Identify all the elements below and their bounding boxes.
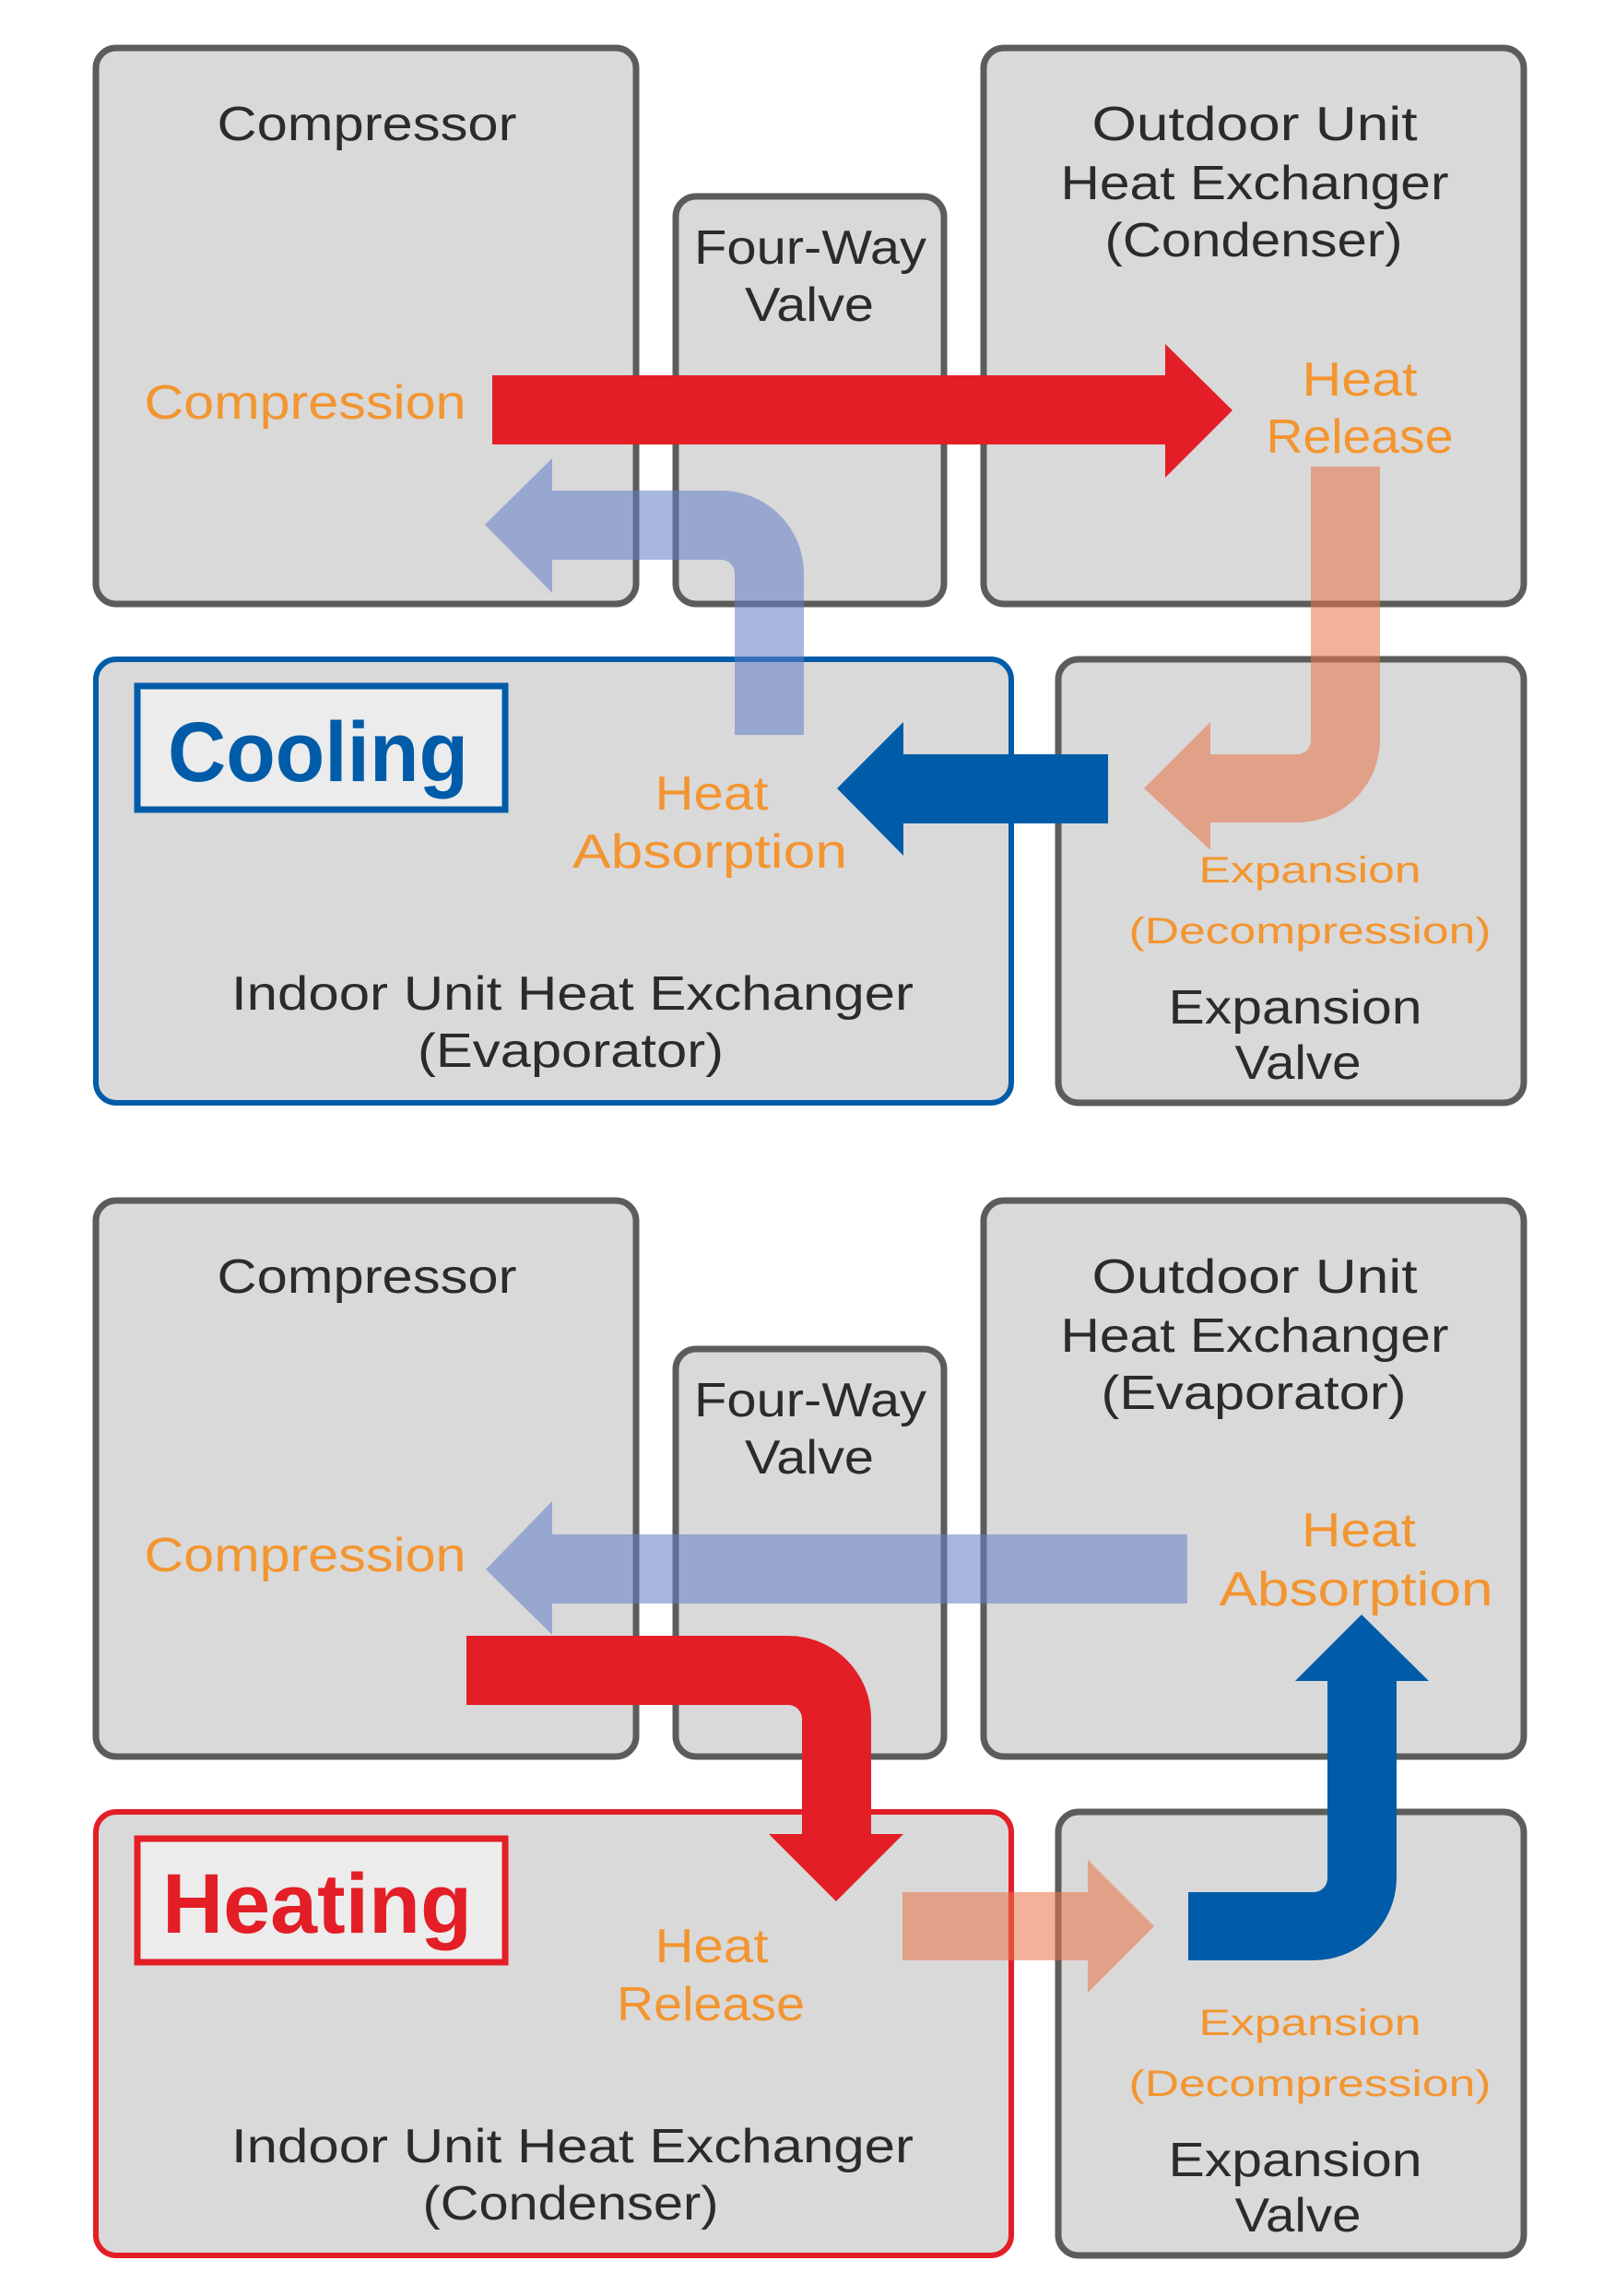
cooling-indoor-process-2: Absorption xyxy=(572,825,847,879)
heating-expansion-process-2: (Decompression) xyxy=(1129,2064,1492,2104)
heating-indoor-process-2: Release xyxy=(617,1978,805,2031)
cooling-indoor-title-1: Indoor Unit Heat Exchanger xyxy=(231,967,914,1021)
cooling-mode-label: Cooling xyxy=(168,705,468,799)
heating-arrow-compressor-to-indoor xyxy=(466,1636,903,1901)
heating-arrow-outdoor-to-compressor xyxy=(486,1501,1187,1635)
cooling-outdoor-title-2: Heat Exchanger xyxy=(1061,157,1449,210)
heating-outdoor-title-1: Outdoor Unit xyxy=(1092,1250,1419,1304)
cooling-arrow-expansion-to-indoor xyxy=(837,722,1108,856)
cooling-four-way-valve-title-1: Four-Way xyxy=(694,221,926,275)
heating-expansion-title-1: Expansion xyxy=(1169,2134,1422,2187)
heating-indoor-title-1: Indoor Unit Heat Exchanger xyxy=(231,2120,914,2173)
cooling-outdoor-title-1: Outdoor Unit xyxy=(1092,98,1419,151)
heating-outdoor-unit-box xyxy=(980,1197,1527,1760)
heating-arrow-expansion-to-outdoor xyxy=(1188,1615,1429,1960)
cooling-outdoor-process-2: Release xyxy=(1267,410,1454,464)
cooling-compressor-title: Compressor xyxy=(218,98,517,151)
heating-expansion-valve-box xyxy=(1055,1808,1527,2259)
heating-four-way-valve-title-1: Four-Way xyxy=(694,1374,926,1427)
cooling-compressor-process: Compression xyxy=(145,376,466,430)
cooling-compressor-box xyxy=(92,44,640,608)
heating-panel: Heating Compressor Compression Four-Way … xyxy=(92,1197,1527,2259)
heating-arrow-indoor-to-expansion xyxy=(902,1860,1154,1993)
cooling-expansion-process-2: (Decompression) xyxy=(1129,911,1492,952)
heating-mode-label: Heating xyxy=(162,1857,472,1951)
heating-indoor-process-1: Heat xyxy=(655,1920,770,1973)
heating-four-way-valve-title-2: Valve xyxy=(745,1431,874,1485)
cooling-arrow-outdoor-to-expansion xyxy=(1144,467,1380,850)
cooling-four-way-valve-title-2: Valve xyxy=(745,278,874,332)
heating-compressor-box xyxy=(92,1197,640,1760)
cooling-outdoor-process-1: Heat xyxy=(1303,353,1419,407)
heating-compressor-process: Compression xyxy=(145,1529,466,1582)
cooling-mode-badge xyxy=(134,682,509,813)
heating-indoor-title-2: (Condenser) xyxy=(423,2177,719,2231)
heating-outdoor-title-2: Heat Exchanger xyxy=(1061,1309,1449,1363)
heating-compressor-title: Compressor xyxy=(218,1250,517,1304)
cooling-expansion-title-1: Expansion xyxy=(1169,981,1422,1035)
heating-expansion-title-2: Valve xyxy=(1235,2189,1362,2243)
heating-outdoor-process-2: Absorption xyxy=(1220,1563,1493,1616)
heating-expansion-process-1: Expansion xyxy=(1199,2003,1421,2043)
cooling-panel: Cooling Compressor Compression Four-Way … xyxy=(92,44,1527,1107)
cooling-outdoor-unit-box xyxy=(980,44,1527,608)
cooling-outdoor-title-3: (Condenser) xyxy=(1105,214,1403,267)
cooling-arrow-indoor-to-compressor xyxy=(485,458,804,735)
cooling-indoor-title-2: (Evaporator) xyxy=(418,1024,724,1078)
cooling-expansion-title-2: Valve xyxy=(1235,1036,1362,1090)
cooling-indoor-process-1: Heat xyxy=(655,767,770,821)
cooling-arrow-compressor-to-outdoor xyxy=(492,344,1232,478)
cooling-expansion-process-1: Expansion xyxy=(1199,850,1421,891)
heating-outdoor-title-3: (Evaporator) xyxy=(1102,1367,1407,1420)
heating-mode-badge xyxy=(134,1835,509,1966)
heating-outdoor-process-1: Heat xyxy=(1302,1504,1417,1557)
